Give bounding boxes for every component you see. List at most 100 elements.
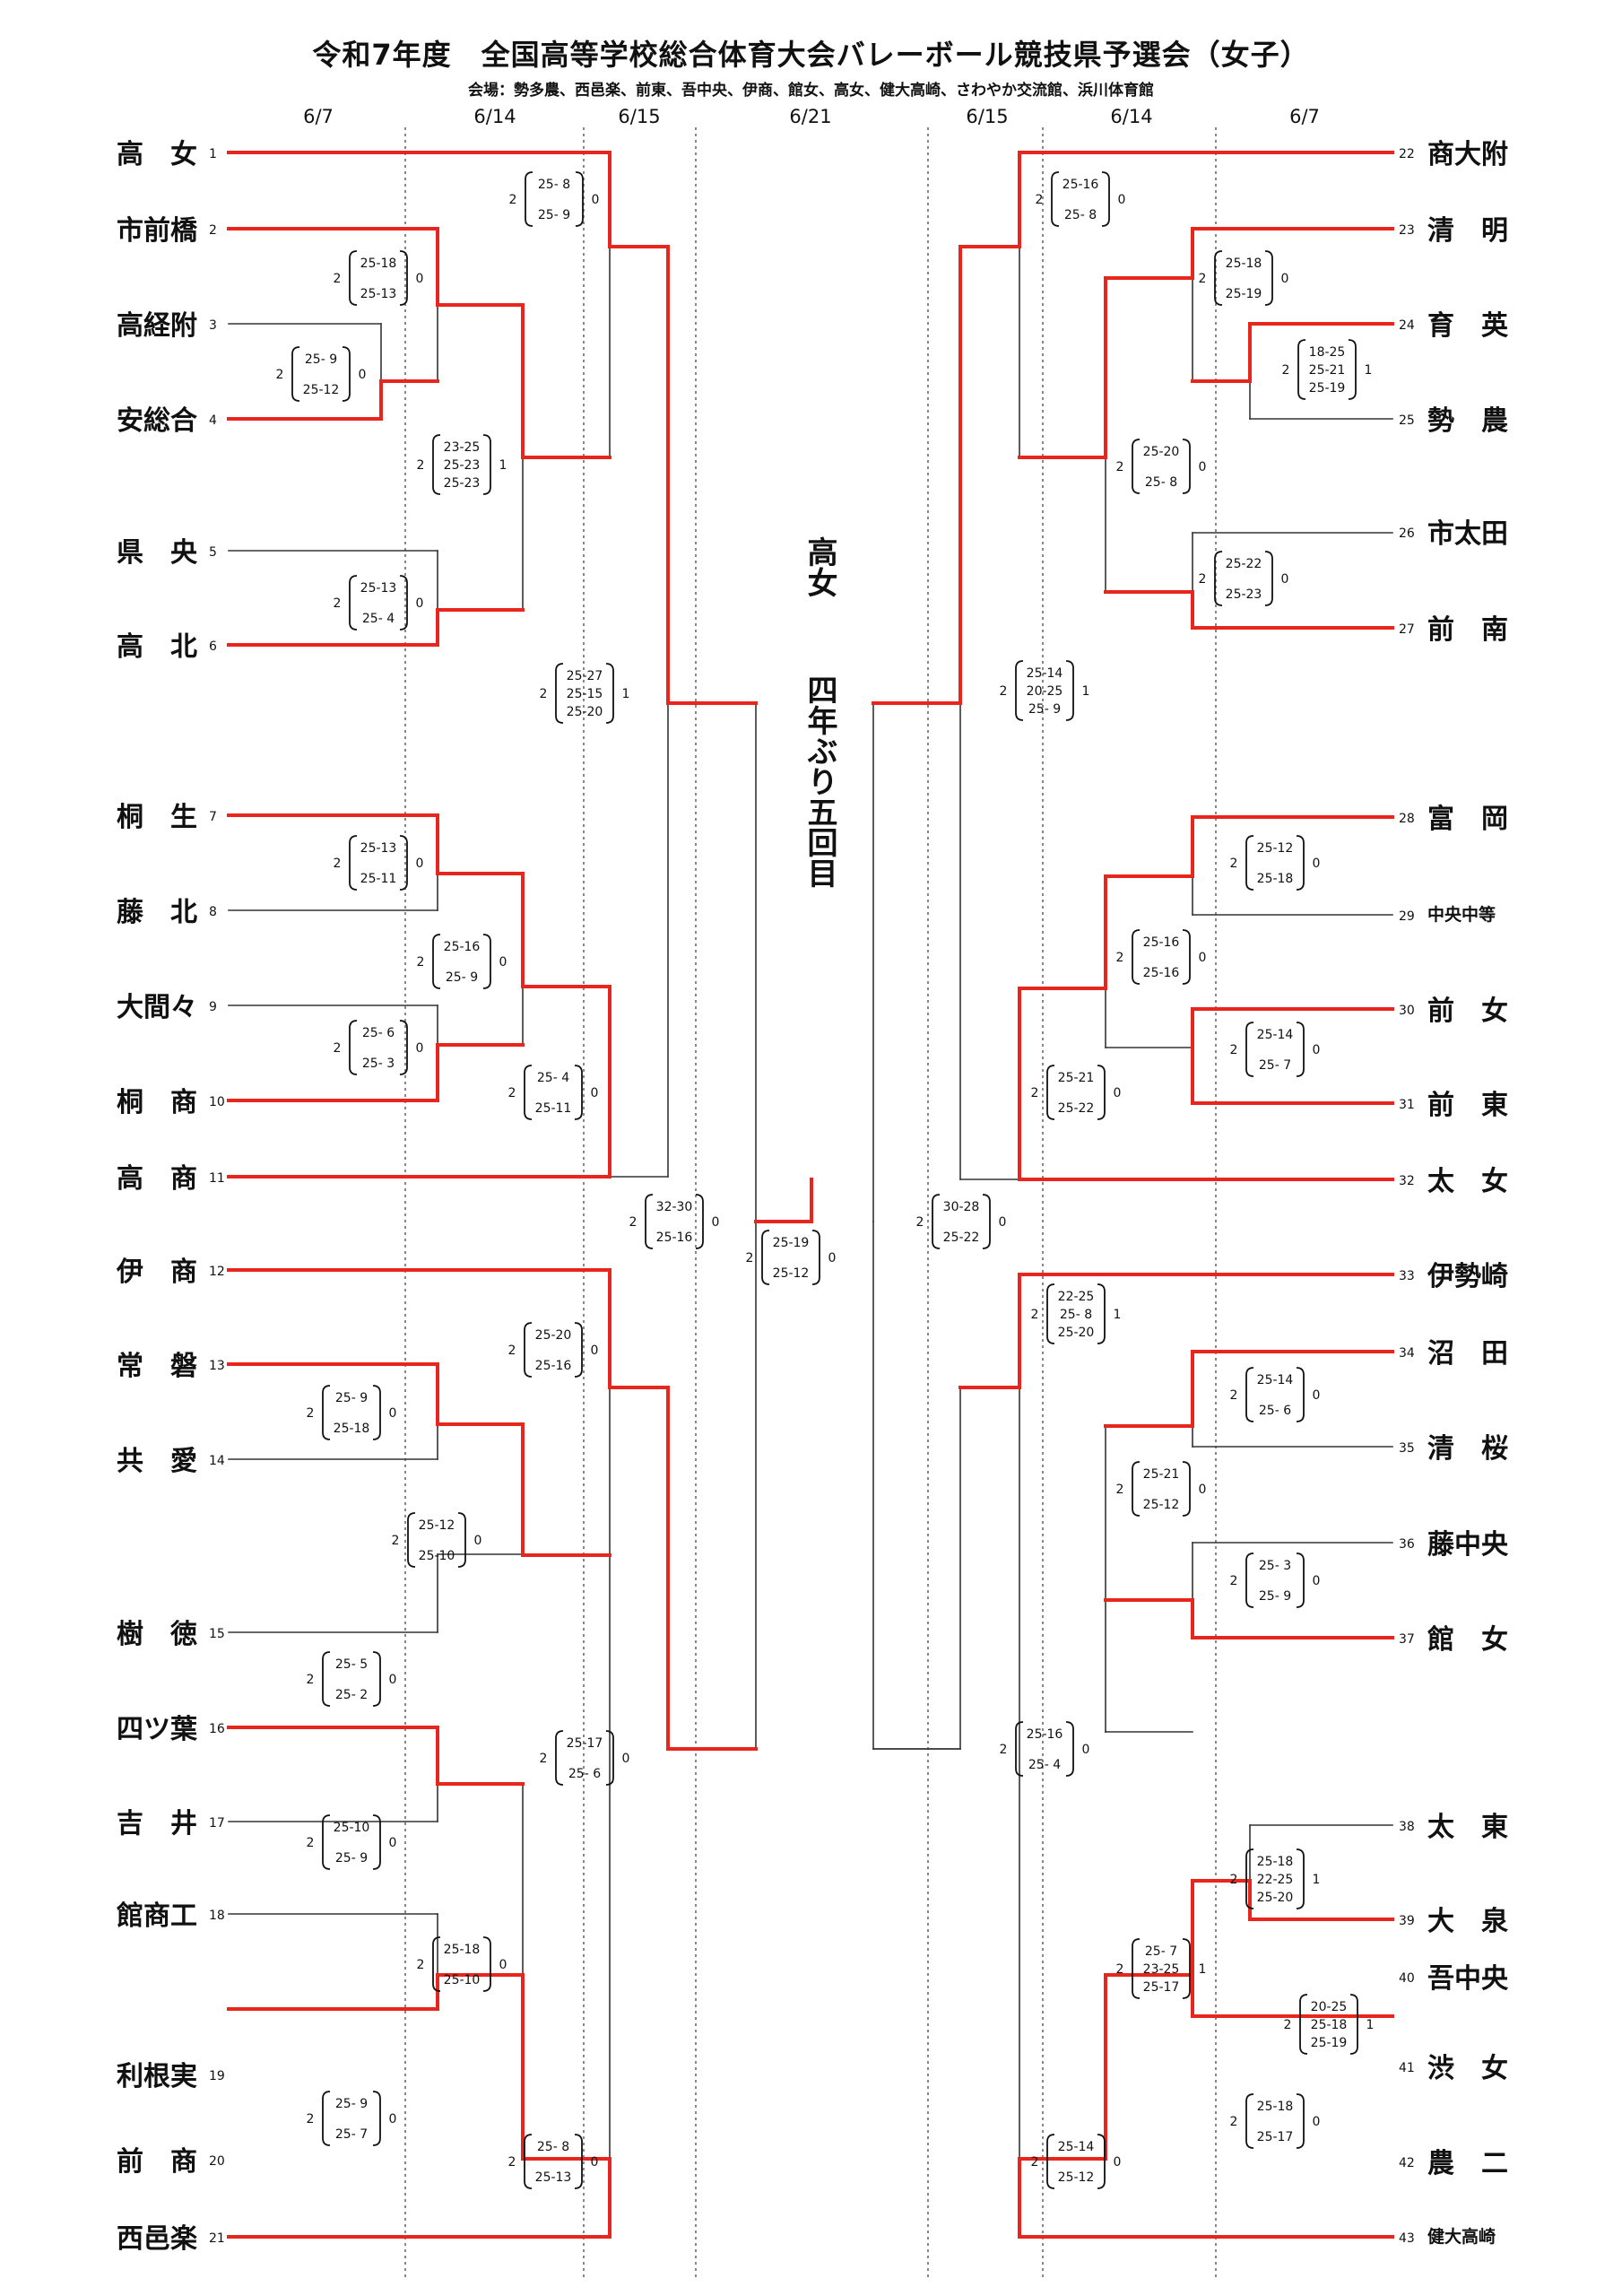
seed-left-20: 20 [209,2154,225,2169]
bracket-right-paren [372,1385,381,1440]
set-score: 25-17 [1143,1980,1180,1995]
score-winner-sets: 2 [1284,2018,1292,2032]
score-loser-sets: 0 [712,1215,720,1230]
score-winner-sets: 2 [334,857,342,871]
team-right-25: 勢 農 [1427,405,1508,437]
score-loser-sets: 0 [359,368,367,382]
set-score: 25-21 [1058,1071,1095,1085]
score-winner-sets: 2 [508,1086,516,1100]
set-score: 25- 6 [1259,1404,1291,1418]
team-right-38: 太 東 [1427,1812,1508,1843]
bracket-left-paren [322,1814,331,1870]
score-winner-sets: 2 [1116,1483,1124,1497]
score-winner-sets: 2 [1000,1743,1008,1757]
set-score: 25- 9 [335,1391,368,1405]
score-loser-sets: 0 [416,1041,424,1056]
seed-left-5: 5 [209,545,217,560]
bracket-left-paren [1245,1848,1254,1909]
team-right-31: 前 東 [1427,1090,1508,1121]
set-score: 25-18 [444,1943,481,1957]
score-winner-sets: 2 [1230,1574,1238,1588]
bracket-right-paren [574,1065,583,1120]
set-score: 25-16 [1027,1727,1063,1742]
set-score: 25- 8 [1060,1308,1092,1322]
score-loser-sets: 0 [591,1086,599,1100]
seed-left-10: 10 [209,1095,225,1109]
set-score: 25-16 [444,940,481,954]
bracket-right-paren [1296,1367,1305,1422]
bracket-right-paren [1065,660,1074,721]
set-score: 25-14 [1257,1028,1294,1042]
seed-left-1: 1 [209,147,217,161]
team-left-11: 高 商 [117,1163,197,1195]
seed-right-42: 42 [1399,2156,1415,2170]
score-loser-sets: 0 [1199,951,1207,965]
bracket-right-paren [1264,551,1273,606]
set-score: 25-16 [1143,935,1180,950]
set-score: 25-18 [1226,257,1262,271]
team-right-37: 館 女 [1427,1624,1508,1656]
team-left-1: 高 女 [117,139,197,170]
score-winner-sets: 2 [508,2155,516,2170]
set-score: 18-25 [1309,345,1346,360]
team-right-24: 育 英 [1427,310,1509,342]
team-right-43: 健大高崎 [1427,2226,1496,2247]
score-loser-sets: 0 [1281,272,1289,286]
set-score: 25-18 [360,257,397,271]
score-box-35: 225- 325- 90 [1230,1552,1320,1608]
bracket-left-paren [1214,250,1223,306]
bracket-left-paren [524,1065,533,1120]
bracket-left-paren [525,171,533,227]
score-winner-sets: 2 [1230,1043,1238,1057]
set-score: 25-22 [943,1231,980,1245]
set-score: 25- 7 [1259,1058,1291,1073]
score-loser-sets: 0 [999,1215,1007,1230]
set-score: 25- 6 [362,1026,395,1040]
score-winner-sets: 2 [1031,1086,1039,1100]
team-left-14: 共 愛 [117,1446,197,1477]
set-score: 25-20 [1143,445,1180,459]
score-box-20: 225- 825-130 [508,2134,598,2189]
set-score: 25- 2 [335,1688,368,1702]
team-right-32: 太 女 [1427,1166,1508,1197]
score-winner-sets: 2 [334,272,342,286]
bracket-left-paren [1299,1994,1308,2055]
score-winner-sets: 2 [1116,951,1124,965]
score-loser-sets: 0 [1281,572,1289,587]
bracket-left-paren [349,835,358,891]
score-loser-sets: 0 [389,1673,397,1687]
team-left-17: 吉 井 [117,1808,197,1839]
set-score: 25-17 [1257,2130,1294,2144]
seed-left-4: 4 [209,413,217,428]
set-score: 25- 9 [446,970,478,985]
seed-right-24: 24 [1399,318,1415,333]
score-loser-sets: 1 [1114,1308,1122,1322]
seed-right-28: 28 [1399,812,1415,826]
score-winner-sets: 2 [916,1215,924,1230]
set-score: 25-22 [1058,1101,1095,1116]
set-score: 25-10 [419,1549,455,1563]
set-score: 25-20 [1058,1326,1095,1340]
set-score: 25-13 [360,581,397,596]
bracket-right-paren [399,1020,408,1075]
seed-right-37: 37 [1399,1632,1415,1647]
seed-right-40: 40 [1399,1971,1415,1986]
round-date-2: 6/15 [618,106,661,127]
seed-left-13: 13 [209,1359,225,1373]
bracket-right-paren [1097,1283,1106,1344]
team-right-26: 市太田 [1427,518,1508,550]
bracket-right-paren [1349,1994,1358,2055]
seed-right-43: 43 [1399,2231,1415,2246]
set-score: 25-16 [1063,178,1099,192]
set-score: 25- 9 [1028,702,1061,717]
team-right-28: 富 岡 [1427,804,1508,835]
seed-left-15: 15 [209,1627,225,1641]
